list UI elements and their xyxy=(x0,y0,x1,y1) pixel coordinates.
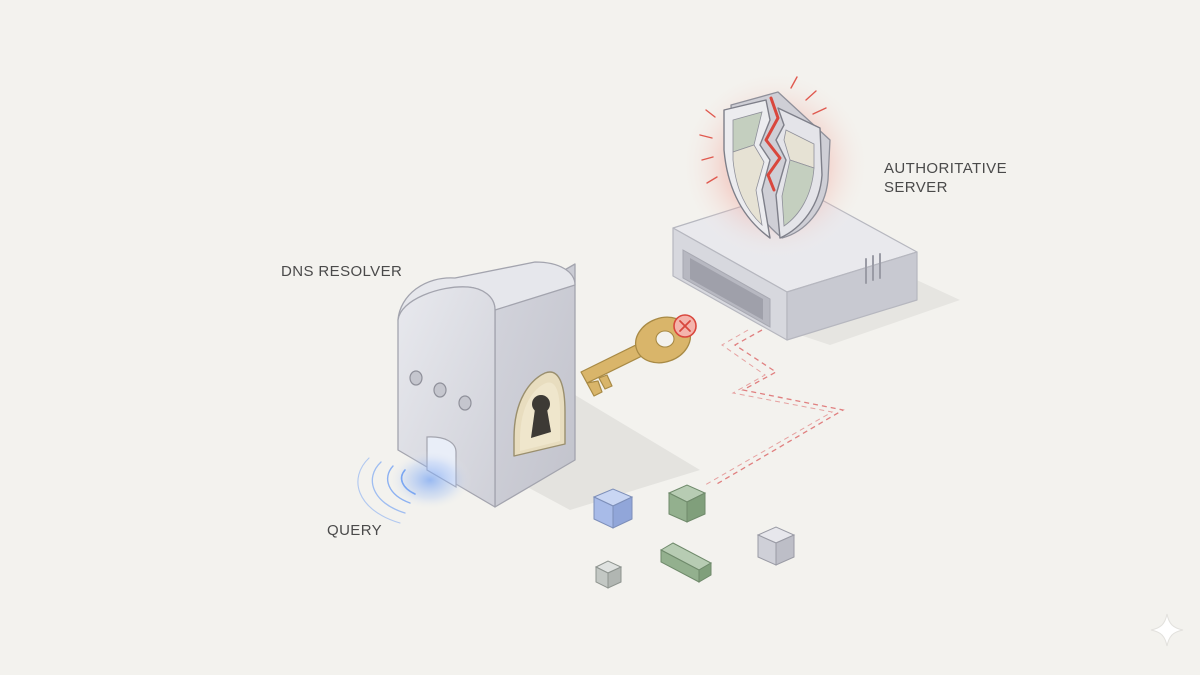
authoritative-label-line2: SERVER xyxy=(884,179,948,196)
cracked-shield-icon xyxy=(723,91,831,239)
sparkle-icon xyxy=(1150,613,1184,647)
signal-waves-icon xyxy=(357,457,416,524)
query-glow xyxy=(388,450,472,510)
cube-icon xyxy=(592,484,796,589)
query-label: QUERY xyxy=(327,522,383,539)
alert-rays xyxy=(699,76,827,184)
connection-path xyxy=(714,329,845,486)
dns-resolver-label: DNS RESOLVER xyxy=(281,263,403,280)
connection-path-2 xyxy=(704,329,834,486)
authoritative-label-line1: AUTHORITATIVE xyxy=(884,160,1007,177)
x-mark-icon xyxy=(673,314,697,338)
authoritative-server-label: AUTHORITATIVE SERVER xyxy=(884,159,1007,197)
